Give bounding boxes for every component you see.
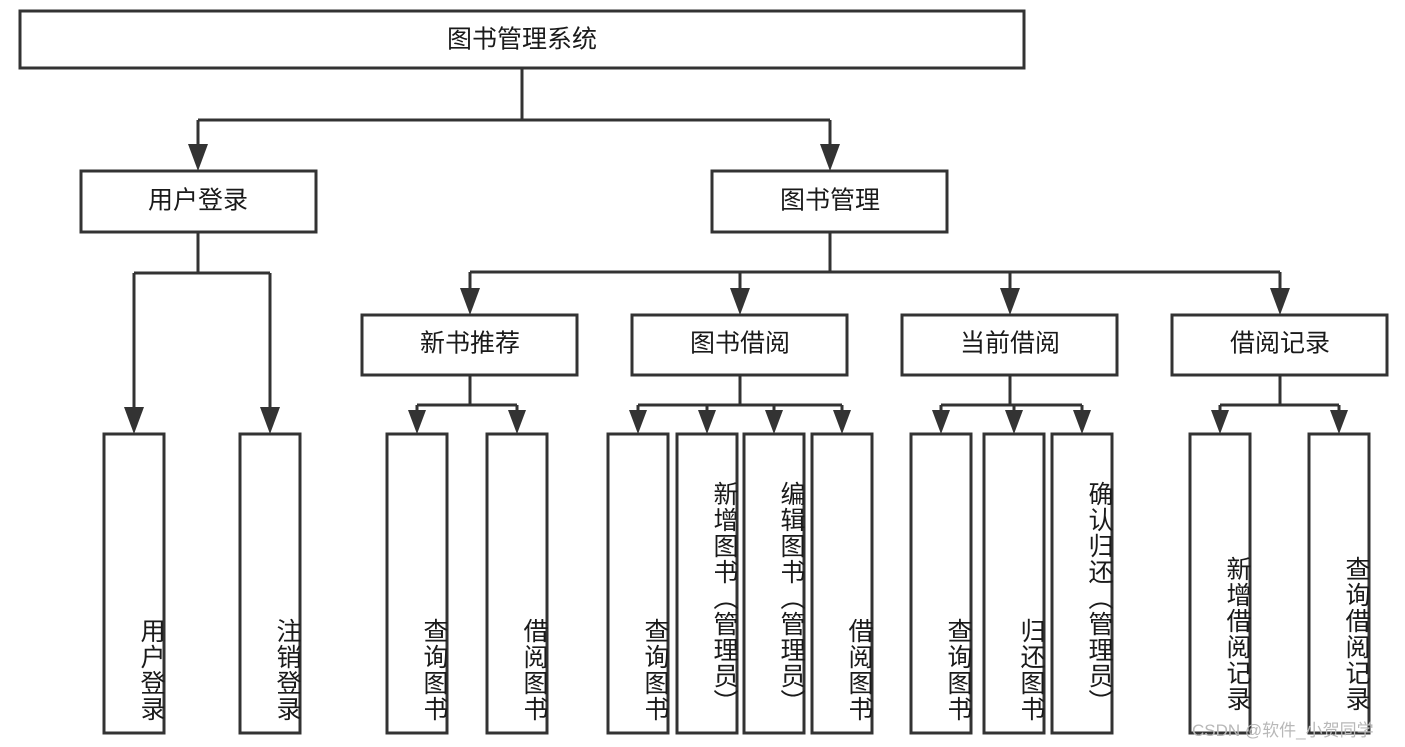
arrowhead-leaf-query-borrow-record: [1330, 410, 1348, 434]
leaf-query-book-recommend-rect[interactable]: [385, 432, 449, 735]
node-current-borrow-rect[interactable]: [900, 313, 1119, 377]
arrowhead-leaf-borrow-book-recommend: [508, 410, 526, 434]
arrowhead-book-borrow: [730, 288, 750, 315]
arrowhead-leaf-query-book-recommend: [408, 410, 426, 434]
leaf-query-book-current-rect[interactable]: [909, 432, 973, 735]
leaf-add-book-admin-rect[interactable]: [675, 432, 739, 735]
node-root-label: 图书管理系统: [447, 26, 597, 54]
arrowhead-leaf-edit-book-admin: [765, 410, 783, 434]
node-user-login[interactable]: 用户登录: [79, 169, 318, 234]
leaf-borrow-book-recommend-rect[interactable]: [485, 432, 549, 735]
leaf-return-book-rect[interactable]: [982, 432, 1046, 735]
node-book-borrow[interactable]: 图书借阅: [630, 313, 849, 377]
leaf-query-book-borrow-rect[interactable]: [606, 432, 670, 735]
arrowhead-leaf-add-borrow-record: [1211, 410, 1229, 434]
leaf-query-borrow-record-rect[interactable]: [1307, 432, 1371, 735]
node-book-management[interactable]: 图书管理: [710, 169, 949, 234]
arrowhead-leaf-confirm-return-admin: [1073, 410, 1091, 434]
arrowhead-leaf-add-book-admin: [698, 410, 716, 434]
node-root-rect[interactable]: [18, 9, 1026, 70]
arrowhead-user-login: [188, 144, 208, 171]
arrowhead-leaf-query-book-current: [932, 410, 950, 434]
node-new-book-recommend[interactable]: 新书推荐: [360, 313, 579, 377]
leaf-user-login-rect[interactable]: [102, 432, 166, 735]
arrowhead-leaf-logout: [260, 407, 280, 434]
arrowhead-leaf-return-book: [1005, 410, 1023, 434]
node-current-borrow-label: 当前借阅: [960, 330, 1060, 358]
leaf-borrow-book-rect[interactable]: [810, 432, 874, 735]
arrowhead-new-book-recommend: [460, 288, 480, 315]
leaf-logout-rect[interactable]: [238, 432, 302, 735]
node-user-login-rect[interactable]: [79, 169, 318, 234]
node-book-borrow-label: 图书借阅: [690, 330, 790, 358]
connector-layer: [124, 68, 1348, 434]
leaf-edit-book-admin-rect[interactable]: [742, 432, 806, 735]
arrowhead-borrow-records: [1270, 288, 1290, 315]
node-new-book-recommend-label: 新书推荐: [420, 330, 520, 358]
node-book-management-rect[interactable]: [710, 169, 949, 234]
arrowhead-leaf-query-book-borrow: [629, 410, 647, 434]
leaf-add-borrow-record-rect[interactable]: [1188, 432, 1252, 735]
node-user-login-label: 用户登录: [148, 187, 248, 215]
leaf-confirm-return-admin-rect[interactable]: [1050, 432, 1114, 735]
node-current-borrow[interactable]: 当前借阅: [900, 313, 1119, 377]
node-new-book-recommend-rect[interactable]: [360, 313, 579, 377]
arrowhead-leaf-borrow-book: [833, 410, 851, 434]
node-book-management-label: 图书管理: [780, 187, 880, 215]
node-layer: 图书管理系统 用户登录 图书管理 新书推荐 图书借阅: [18, 9, 1389, 735]
csdn-watermark: CSDN @软件_小贺同学: [1192, 721, 1374, 740]
node-borrow-records[interactable]: 借阅记录: [1170, 313, 1389, 377]
node-book-borrow-rect[interactable]: [630, 313, 849, 377]
node-borrow-records-rect[interactable]: [1170, 313, 1389, 377]
arrowhead-leaf-user-login: [124, 407, 144, 434]
arrowhead-book-management: [820, 144, 840, 171]
node-root[interactable]: 图书管理系统: [18, 9, 1026, 70]
leaf-node-layer: [102, 432, 1371, 735]
arrowhead-current-borrow: [1000, 288, 1020, 315]
node-borrow-records-label: 借阅记录: [1230, 330, 1330, 358]
